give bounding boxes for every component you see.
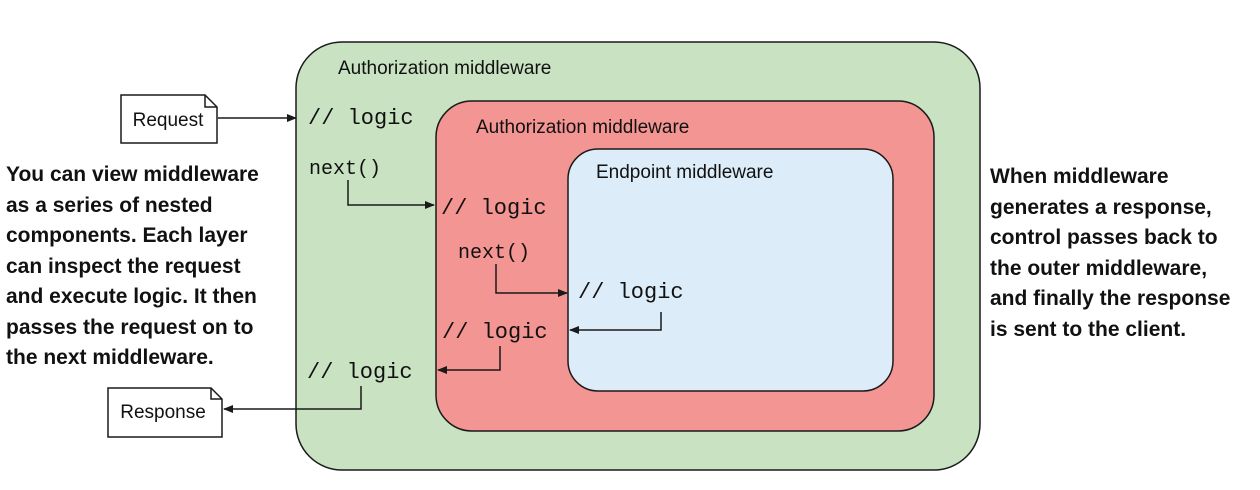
middle-middleware-title: Authorization middleware: [476, 117, 689, 138]
left-explanation-note: You can view middleware as a series of n…: [6, 163, 259, 369]
middle-next-to-endpoint-arrow: [495, 264, 568, 297]
endpoint-middleware-title: Endpoint middleware: [596, 162, 773, 183]
endpoint-return-arrow: [569, 312, 662, 334]
endpoint-middleware-box: [567, 148, 894, 392]
response-return-arrow: [223, 386, 362, 413]
middle-return-arrow: [437, 346, 501, 374]
endpoint-logic: // logic: [578, 280, 684, 305]
outer-middleware-title: Authorization middleware: [338, 58, 551, 79]
outer-next-to-middle-arrow: [347, 180, 435, 209]
outer-logic-out: // logic: [307, 360, 413, 385]
response-label: Response: [120, 402, 206, 423]
middle-logic-out: // logic: [442, 320, 548, 345]
outer-next-call: next(): [309, 158, 381, 181]
right-explanation-note: When middleware generates a response, co…: [990, 165, 1231, 341]
request-document: Request: [120, 94, 218, 144]
response-document: Response: [107, 387, 223, 438]
request-label: Request: [133, 110, 204, 131]
outer-logic-in: // logic: [308, 106, 414, 131]
middle-logic-in: // logic: [441, 196, 547, 221]
middle-next-call: next(): [458, 242, 530, 265]
